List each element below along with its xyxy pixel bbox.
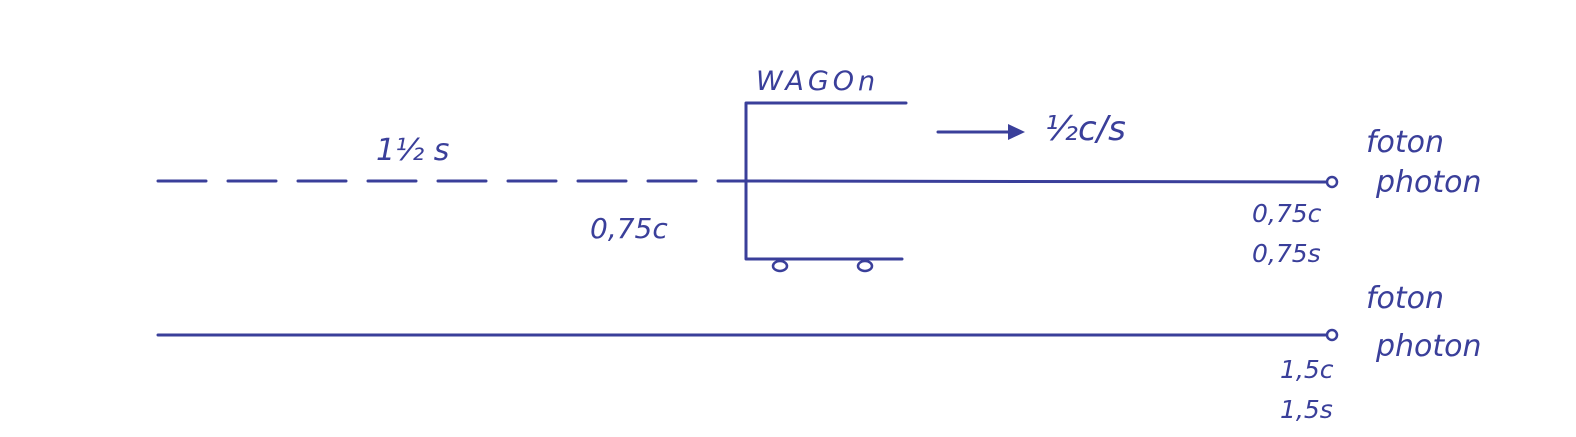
wagon-speed-label: ½c/s [1045,109,1126,149]
top-photon-distance: 0,75c [1252,199,1322,228]
top-light-path [743,179,1328,184]
wagon-offset-label: 0,75c [590,212,668,245]
top-photon-label-en: photon [1375,165,1482,200]
bottom-photon-distance: 1,5c [1280,355,1334,384]
top-photon-dot [1325,175,1339,189]
bottom-photon-label-en: photon [1375,329,1482,364]
motion-arrow [936,124,1025,140]
wagon-wheel-left [771,259,789,273]
bottom-photon-dot [1325,328,1339,342]
bottom-photon-label-nl: foton [1366,281,1444,316]
wagon-label: WAGOn [756,66,879,97]
dashed-time-label: 1½ s [376,133,449,168]
bottom-photon-time: 1,5s [1280,395,1333,424]
wagon-wheel-right [856,259,874,273]
wagon [744,101,908,273]
wagon-body [744,101,908,261]
top-photon-label-nl: foton [1366,125,1444,160]
top-photon-time: 0,75s [1252,239,1321,268]
